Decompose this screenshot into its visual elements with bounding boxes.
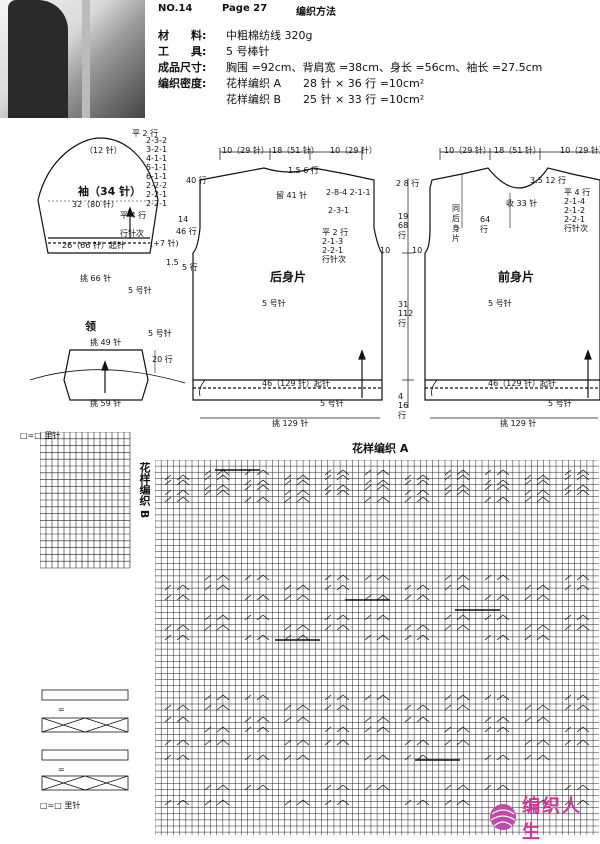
collar-needle: 5 号针 [148,329,172,338]
yarn-ball-icon [490,804,516,830]
collar-diagram [29,349,186,401]
back-side-ten: 10 [380,246,391,255]
back-title: 后身片 [270,270,307,284]
front-piece-diagram [424,148,600,401]
front-cast-on: 46（129 针）起针 [488,379,556,388]
front-top-right: 10（29 针） [560,146,600,155]
back-needle-1: 5 号针 [262,299,286,308]
back-neck-rows: 1.5 6 行 [288,166,319,175]
sleeve-plus7: (+7 针) [150,239,179,248]
front-side-ten: 10 [412,246,423,255]
center-side-rows-68: 19 68 行 [398,212,409,240]
schematic-diagram [29,137,600,419]
collar-title: 领 [85,320,96,333]
gauge-row-b: 花样编织 B 25 针 × 33 行 =10cm² [226,93,425,106]
legend-purl-bottom: □=□ 里针 [40,801,81,810]
pattern-number: NO.14 [158,3,193,14]
sleeve-cuff: 26（66 针）起针 [62,241,125,250]
front-same-as-back: 同后身片 [452,204,460,243]
materials-row: 材 料:中粗棉纺线 320g [158,29,313,42]
front-top-left: 10（29 针） [444,146,491,155]
sleeve-diagram [37,137,159,254]
collar-pick-top: 挑 49 针 [90,338,122,347]
sleeve-rows-46: 46 行 [176,227,197,236]
front-neck-rows: 3.5 12 行 [530,176,566,185]
back-cast-on: 46（129 针）起针 [262,379,330,388]
legend-equals-2: = [58,765,65,774]
chart-a-grid [155,460,599,835]
model-photo [0,0,145,118]
materials-block: 材 料:中粗棉纺线 320g 工 具:5 号棒针 成品尺寸:胸围 =92cm、背… [158,28,598,108]
sleeve-len-1-5: 1.5 [166,258,179,267]
chart-b-grid [40,432,131,569]
center-side-rows-16: 4 16 行 [398,392,409,420]
center-top-rows: 2 8 行 [396,179,420,188]
page-number: Page 27 [222,3,268,14]
back-needle-2: 5 号针 [320,399,344,408]
sleeve-needle: 5 号针 [128,286,152,295]
logo-text: 编织人生 [522,796,582,843]
front-neck: 收 33 针 [506,199,538,208]
gauge-row-a: 编织密度:花样编织 A 28 针 × 36 行 =10cm² [158,77,425,90]
collar-rows: 20 行 [152,355,173,364]
collar-pick-bottom: 挑 59 针 [90,399,122,408]
front-title: 前身片 [498,270,535,284]
front-needle-1: 5 号针 [488,299,512,308]
sleeve-rows-40: 40 行 [186,176,207,185]
method-title: 编织方法 [296,7,336,18]
front-needle-2: 5 号针 [548,399,572,408]
sleeve-top-stitches: （12 针） [85,146,122,155]
sleeve-row-stitch: 行针次 [120,229,144,238]
center-side-rows-112: 31 112 行 [398,300,414,328]
back-top-right: 10（29 针） [330,146,377,155]
back-shoulder: 2-8-4 2-1-1 [326,188,371,197]
chart-b-title: 花样编织 B [138,462,151,519]
legend-equals-1: = [58,705,65,714]
tools-row: 工 具:5 号棒针 [158,45,270,58]
cable-legend [41,689,129,791]
sleeve-pick: 挑 66 针 [80,274,112,283]
back-armhole-top: 2-3-1 [328,206,350,215]
site-logo: 编织人生 [488,790,598,843]
back-piece-diagram [192,148,383,401]
front-top-mid: 18（51 针） [494,146,541,155]
back-neck: 留 41 针 [276,191,308,200]
sleeve-title: 袖（34 针） [78,185,142,198]
chart-a-title: 花样编织 A [352,442,409,455]
back-top-mid: 18（51 针） [272,146,319,155]
front-pick: 挑 129 针 [500,419,537,428]
front-rows-64: 64 行 [480,215,491,234]
sleeve-rows-5: 5 行 [182,263,198,272]
back-pick: 挑 129 针 [272,419,309,428]
size-row: 成品尺寸:胸围 =92cm、背肩宽 =38cm、身长 =56cm、袖长 =27.… [158,61,543,74]
sleeve-len-14: 14 [178,215,189,224]
sleeve-flat-4: 平 4 行 [120,211,147,220]
back-top-left: 10（29 针） [222,146,269,155]
sleeve-width: 32（80 针） [72,200,119,209]
sleeve-flat-rows: 平 2 行 [132,129,159,138]
